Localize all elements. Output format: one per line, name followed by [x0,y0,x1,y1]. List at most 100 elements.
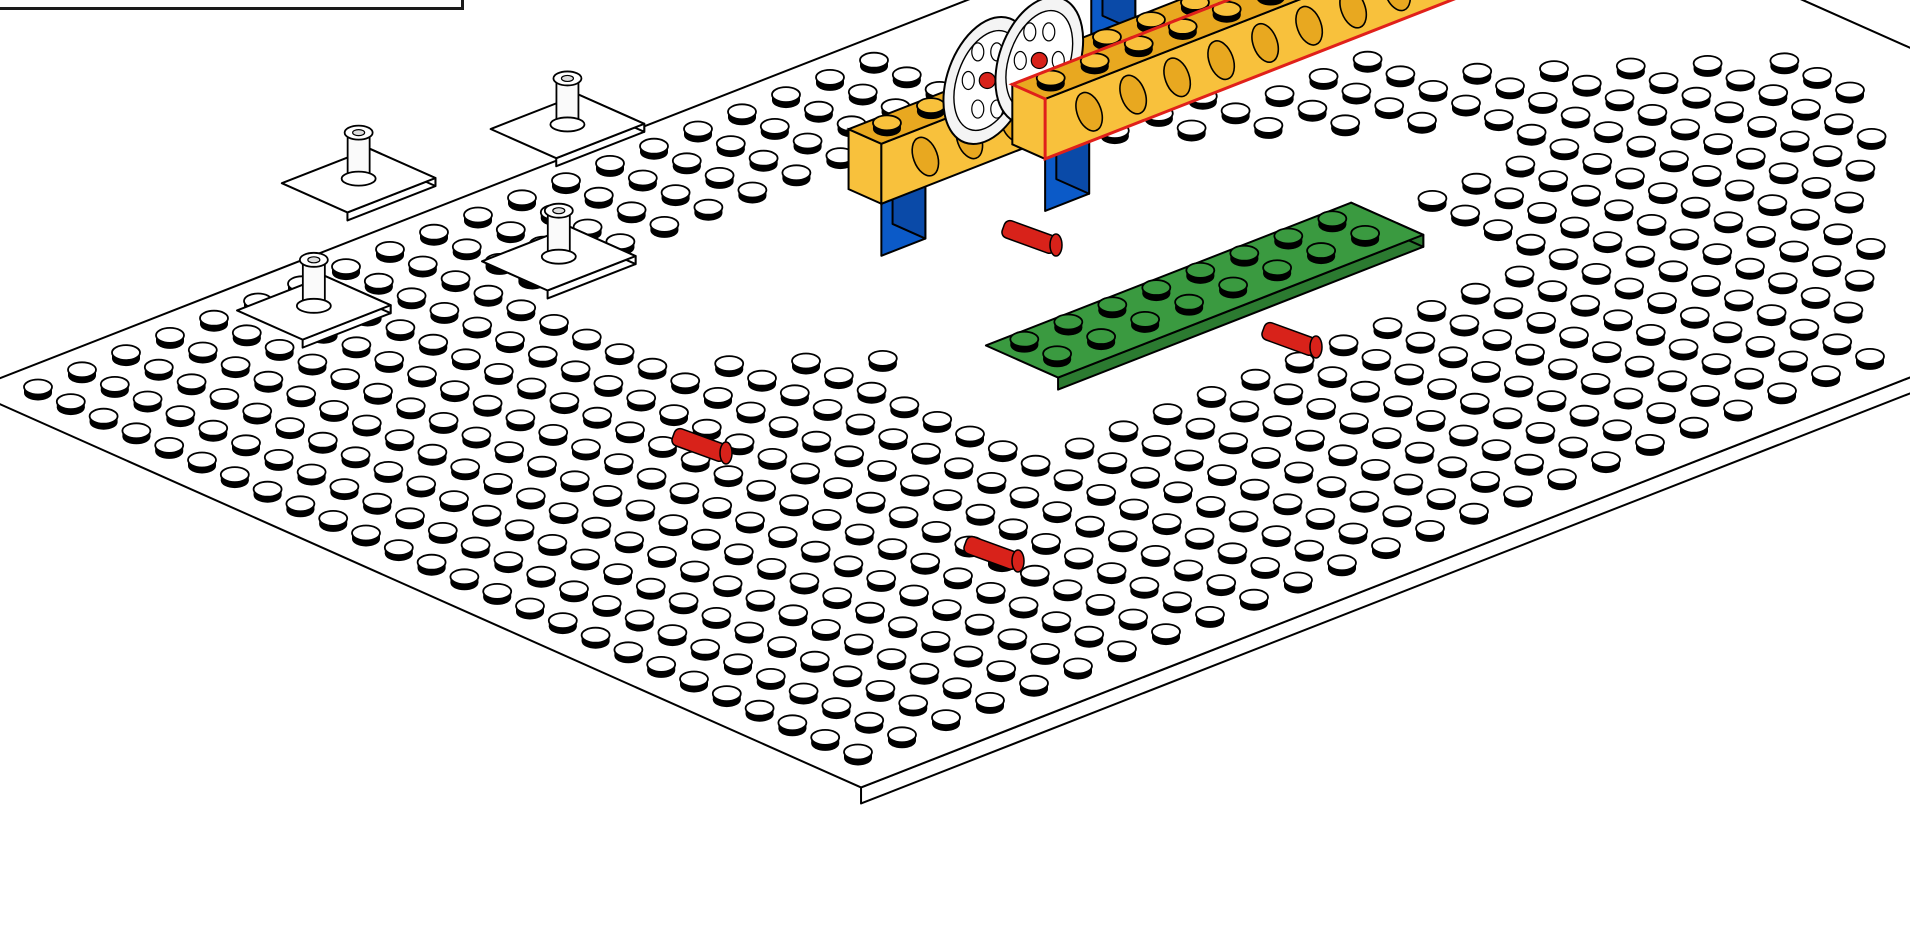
stud [1758,84,1789,107]
stud [560,360,591,383]
stud [1724,179,1755,202]
stud [1637,104,1668,126]
stud [482,583,513,605]
stud [1592,231,1623,254]
stud [781,164,812,187]
stud [790,462,821,485]
stud [1516,123,1547,146]
stud [715,135,746,158]
stud [1176,119,1207,142]
stud [1339,412,1369,435]
stud [1483,109,1514,132]
stud [932,489,963,512]
stud [1768,162,1799,185]
stud [1560,106,1591,129]
stud [843,743,873,766]
stud [1670,118,1701,141]
stud [198,419,229,442]
stud [1207,464,1237,487]
stud [319,399,349,422]
stud [637,357,668,380]
stud [1042,345,1073,368]
stud [1624,355,1655,378]
stud [693,198,724,221]
stud [1802,67,1833,89]
stud [909,662,940,685]
stud [330,368,361,391]
stud [1063,547,1094,570]
stud [1714,101,1745,124]
stud [723,543,754,566]
beam-hole [1251,22,1280,63]
stud [1418,80,1449,102]
stud [395,397,426,420]
stud [1669,228,1700,251]
stud [1692,55,1723,77]
wheel-spoke-hole [1042,22,1056,42]
stud [745,589,776,612]
beam-hole [911,136,940,177]
stud [1495,77,1525,100]
stud [943,457,974,480]
stud [1075,515,1105,538]
stud [987,440,1018,463]
stud [1648,72,1679,95]
stud [815,69,845,91]
stud [1536,390,1567,413]
axle-end [1011,549,1025,573]
stud [1549,138,1580,161]
stud [768,416,799,439]
stud [1130,310,1161,333]
stud [647,546,677,568]
stud [121,422,152,445]
stud [921,521,952,543]
stud [823,477,853,500]
stud [649,215,680,238]
stud [483,472,513,495]
stud [616,201,647,224]
stud [1593,121,1624,144]
stud [1283,461,1314,484]
stud [318,510,349,532]
stud [636,467,667,490]
stud [407,365,437,388]
stud [1141,434,1172,457]
stud [1041,611,1072,634]
stud [395,507,425,530]
stud [712,575,743,598]
stud [515,487,546,510]
stud [668,592,699,615]
stud [427,522,458,544]
stud [1823,223,1853,246]
wheel-spoke-hole [961,70,975,91]
stud [748,149,779,172]
stud [1702,243,1733,266]
stud [1349,490,1380,513]
stud [570,548,601,571]
stud [1327,444,1358,467]
beam-hole [1339,0,1368,29]
stud [1217,542,1248,565]
stud [1505,155,1536,178]
stud [1559,216,1590,239]
stud [1264,85,1295,108]
stud [1129,576,1160,599]
stud [1844,269,1875,292]
stud [1526,311,1557,334]
stud [1218,432,1249,455]
stud [1735,257,1765,280]
stud [1582,152,1613,175]
stud [1306,242,1337,265]
stud [876,648,907,671]
stud [1845,159,1876,182]
stud [1459,392,1490,415]
stud [801,430,832,453]
stud [898,694,929,717]
stud [1571,184,1601,207]
stud [603,453,634,476]
stud [779,384,810,407]
stud [887,726,917,749]
stud [1835,81,1865,104]
stud [615,421,645,444]
stud [1635,323,1666,346]
